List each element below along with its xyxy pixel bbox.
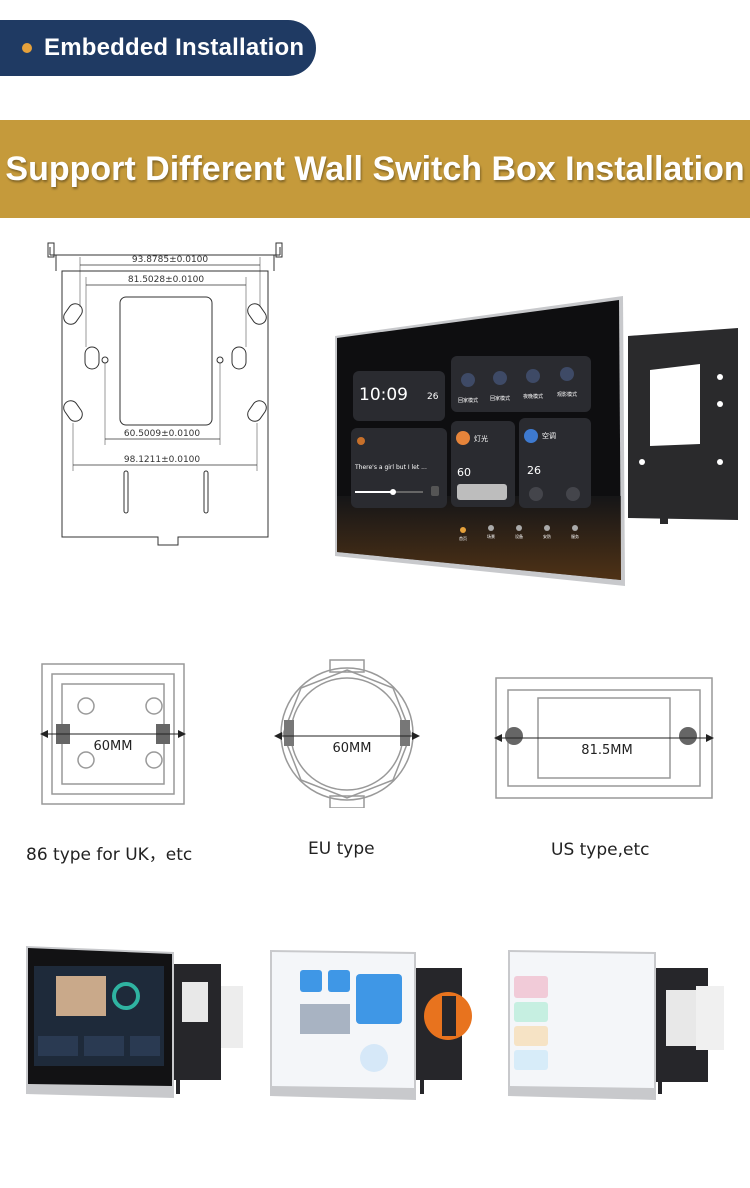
uk-caption: 86 type for UK，etc bbox=[26, 845, 193, 865]
mounting-plate-drawing: 93.8785±0.0100 81.5028±0.0100 60.5009±0.… bbox=[47, 242, 283, 546]
ac-value: 26 bbox=[527, 464, 541, 477]
tablet-photo-eu bbox=[270, 950, 472, 1100]
mounting-plate bbox=[628, 328, 738, 524]
scene-label[interactable]: 观影模式 bbox=[557, 391, 577, 398]
scene-label[interactable]: 夜晚模式 bbox=[523, 393, 543, 400]
nav-label[interactable]: 设备 bbox=[515, 533, 523, 539]
minus-button[interactable] bbox=[529, 487, 543, 501]
nav-label[interactable]: 服务 bbox=[571, 533, 579, 539]
ac-label: 空调 bbox=[542, 431, 556, 440]
service-icon[interactable] bbox=[572, 525, 578, 531]
home-scene-icon[interactable] bbox=[461, 373, 475, 387]
smart-panel: 10:09 26 回家模式 回家模式 夜晚模式 观影模式 There's a g… bbox=[333, 296, 625, 586]
uk-box-diagram: 60MM bbox=[40, 663, 186, 805]
scene-label[interactable]: 回家模式 bbox=[458, 397, 478, 404]
security-icon[interactable] bbox=[544, 525, 550, 531]
banner-title: Support Different Wall Switch Box Instal… bbox=[5, 149, 745, 188]
dim-label: 93.8785±0.0100 bbox=[132, 255, 209, 265]
scene-icon[interactable] bbox=[488, 525, 494, 531]
banner: Support Different Wall Switch Box Instal… bbox=[0, 120, 750, 218]
temperature: 26 bbox=[427, 392, 439, 402]
eu-dimension: 60MM bbox=[333, 741, 372, 756]
scene-label[interactable]: 回家模式 bbox=[490, 395, 510, 402]
tablet-photo-us bbox=[508, 950, 724, 1100]
ac-icon[interactable] bbox=[524, 429, 538, 443]
dim-label: 98.1211±0.0100 bbox=[124, 455, 201, 465]
plus-button[interactable] bbox=[566, 487, 580, 501]
dim-label: 81.5028±0.0100 bbox=[128, 275, 205, 285]
clock-time: 10:09 bbox=[359, 385, 408, 405]
us-dimension: 81.5MM bbox=[581, 743, 632, 758]
light-slider[interactable] bbox=[457, 484, 507, 500]
light-icon[interactable] bbox=[456, 431, 470, 445]
device-icon[interactable] bbox=[516, 525, 522, 531]
uk-dimension: 60MM bbox=[94, 739, 133, 754]
eu-caption: EU type bbox=[308, 839, 375, 859]
bullet-icon bbox=[22, 43, 32, 53]
section-title: Embedded Installation bbox=[44, 34, 305, 61]
dim-label: 60.5009±0.0100 bbox=[124, 429, 201, 439]
light-label: 灯光 bbox=[474, 434, 488, 443]
movie-scene-icon[interactable] bbox=[560, 367, 574, 381]
nav-label[interactable]: 首页 bbox=[459, 535, 467, 541]
music-icon bbox=[357, 437, 365, 445]
home-icon[interactable] bbox=[460, 527, 466, 533]
progress-slider[interactable] bbox=[390, 489, 396, 495]
light-value: 60 bbox=[457, 466, 471, 479]
night-scene-icon[interactable] bbox=[526, 369, 540, 383]
home-scene-icon[interactable] bbox=[493, 371, 507, 385]
us-caption: US type,etc bbox=[551, 840, 650, 860]
nav-label[interactable]: 场景 bbox=[487, 533, 495, 539]
nav-label[interactable]: 安防 bbox=[543, 533, 551, 539]
tablet-photo-uk bbox=[26, 946, 243, 1098]
section-header: Embedded Installation bbox=[0, 20, 316, 76]
pause-icon[interactable] bbox=[431, 486, 439, 496]
music-title: There's a girl but I let ... bbox=[354, 464, 427, 471]
eu-box-diagram: 60MM bbox=[274, 659, 420, 808]
smart-panel-screen: 10:09 26 回家模式 回家模式 夜晚模式 观影模式 There's a g… bbox=[335, 296, 625, 586]
us-box-diagram: 81.5MM bbox=[494, 677, 714, 799]
